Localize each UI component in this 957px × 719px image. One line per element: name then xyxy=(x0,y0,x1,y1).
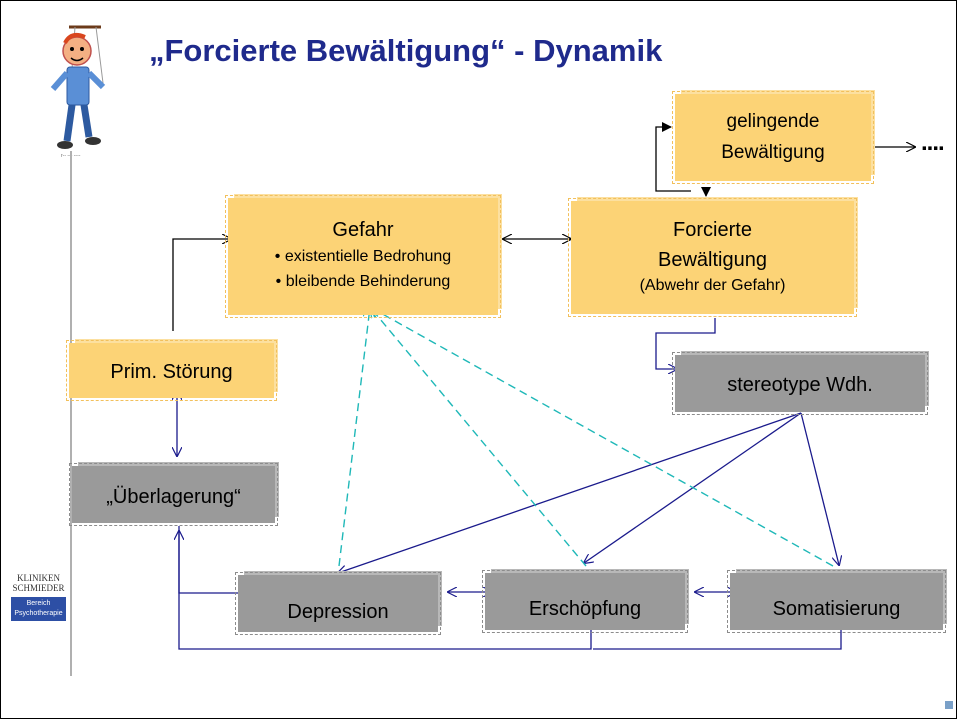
prim-stoerung-label: Prim. Störung xyxy=(110,361,233,383)
logo-line2: SCHMIEDER xyxy=(12,583,65,593)
black-arrows xyxy=(172,122,915,331)
logo-band1: Bereich xyxy=(26,600,51,607)
ueberlagerung-label: „Überlagerung“ xyxy=(106,486,241,508)
box-ueberlagerung: „Überlagerung“ xyxy=(69,463,278,526)
kliniken-logo: KLINIKEN SCHMIEDER Bereich Psychotherapi… xyxy=(11,573,66,621)
logo-line1: KLINIKEN xyxy=(17,573,60,583)
forcierte-line2: Bewältigung xyxy=(658,249,767,271)
box-stereotype-wdh: stereotype Wdh. xyxy=(672,352,928,415)
gelingende-line1: gelingende xyxy=(726,111,820,132)
continuation-ellipsis: .... xyxy=(921,129,945,156)
box-depression: Depression xyxy=(235,572,441,635)
erschoepfung-label: Erschöpfung xyxy=(528,598,642,620)
teal-dashed-arrows xyxy=(338,307,834,567)
depression-label: Depression xyxy=(287,601,389,623)
gefahr-bullet1: • existentielle Bedrohung xyxy=(274,248,452,265)
logo-band: Bereich Psychotherapie xyxy=(11,597,66,621)
vertical-rule xyxy=(70,151,72,676)
somatisierung-label: Somatisierung xyxy=(772,598,901,620)
box-erschoepfung: Erschöpfung xyxy=(482,570,688,633)
forcierte-line3: (Abwehr der Gefahr) xyxy=(639,277,786,294)
gelingende-line2: Bewältigung xyxy=(721,142,825,163)
box-gefahr: Gefahr • existentielle Bedrohung • bleib… xyxy=(225,195,501,318)
box-gelingende-bewaeltigung: gelingende Bewältigung xyxy=(672,91,874,184)
gefahr-title: Gefahr xyxy=(332,219,394,241)
stereotype-label: stereotype Wdh. xyxy=(727,374,873,396)
slide-title: „Forcierte Bewältigung“ - Dynamik xyxy=(149,33,663,68)
gefahr-bullet2: • bleibende Behinderung xyxy=(275,273,451,290)
logo-band2: Psychotherapie xyxy=(14,610,63,617)
forcierte-line1: Forcierte xyxy=(673,219,752,241)
box-prim-stoerung: Prim. Störung xyxy=(66,340,277,401)
slide-corner-icon xyxy=(945,701,953,709)
box-somatisierung: Somatisierung xyxy=(727,570,946,633)
box-forcierte-bewaeltigung: Forcierte Bewältigung (Abwehr der Gefahr… xyxy=(568,198,857,317)
